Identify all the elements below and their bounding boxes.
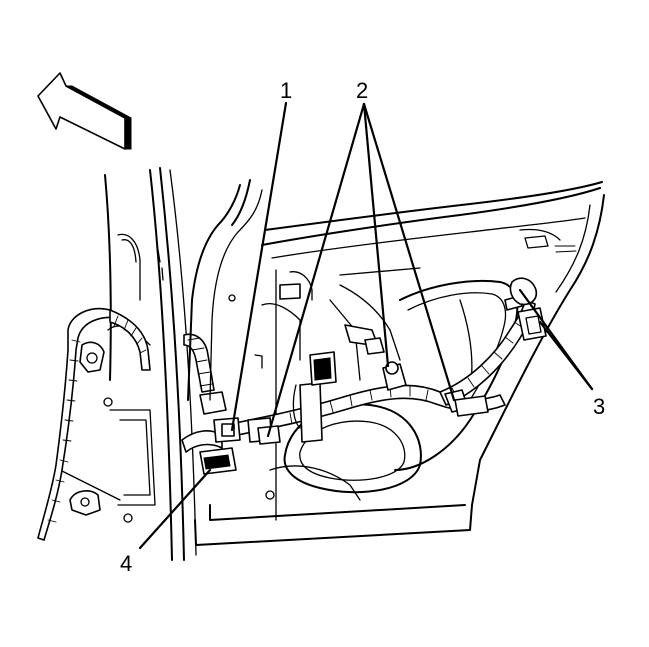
connector-4 bbox=[199, 447, 237, 475]
callout-1: 1 bbox=[280, 78, 292, 103]
body-pillar bbox=[59, 167, 197, 561]
leader-lines bbox=[138, 101, 594, 550]
door-inner-panel bbox=[228, 181, 605, 521]
forward-arrow-icon bbox=[37, 72, 132, 150]
callout-2: 2 bbox=[356, 78, 368, 103]
callout-4: 4 bbox=[120, 551, 132, 576]
door-harness bbox=[213, 295, 536, 445]
callout-3: 3 bbox=[593, 394, 605, 419]
door-hinge-edge bbox=[187, 179, 473, 546]
pillar-harness bbox=[37, 308, 227, 541]
